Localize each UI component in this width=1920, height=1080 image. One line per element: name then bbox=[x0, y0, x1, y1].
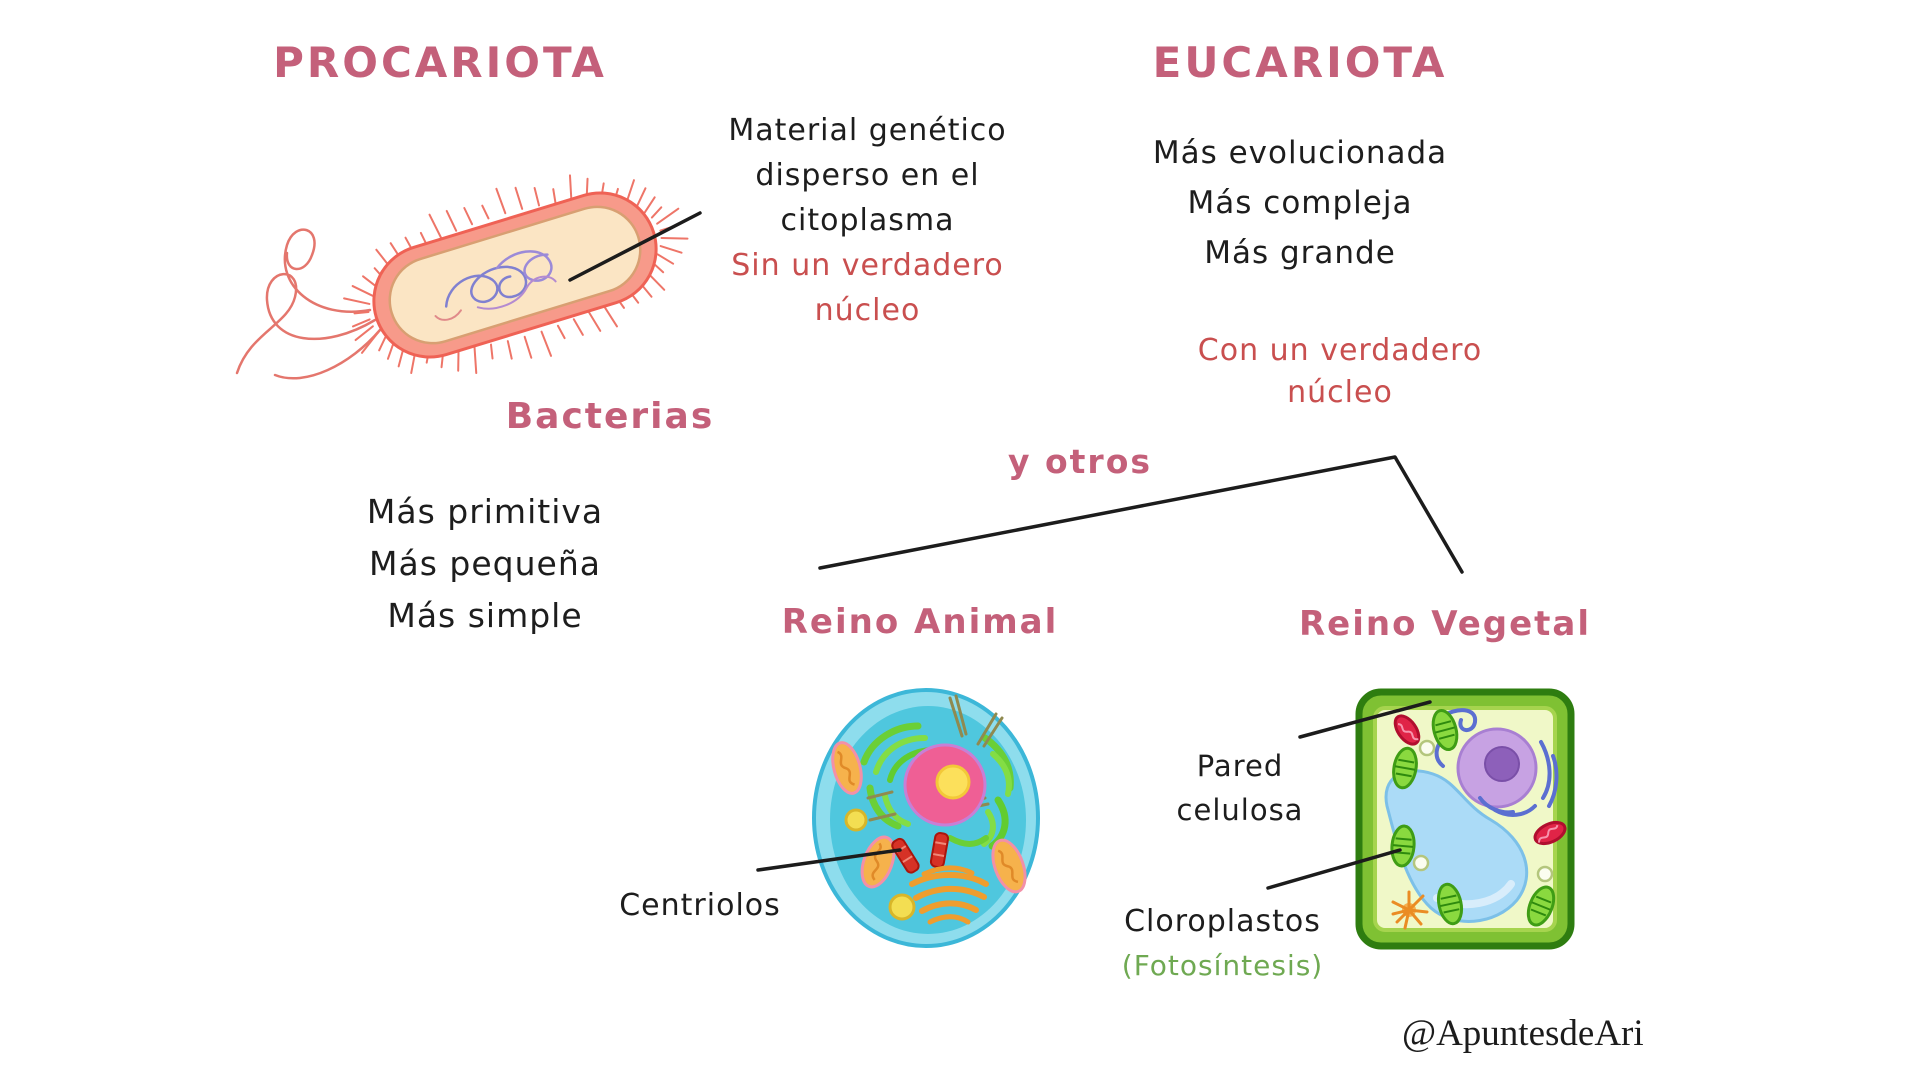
centrioles-label: Centriolos bbox=[619, 888, 781, 923]
eucariota-traits: Más evolucionada Más compleja Más grande bbox=[1110, 128, 1490, 278]
vesicle bbox=[1412, 854, 1430, 872]
trait-line: Más pequeña bbox=[369, 544, 601, 583]
genetic-material-note: Material genético disperso en el citopla… bbox=[680, 108, 1055, 333]
chloroplast-label: Cloroplastos (Fotosíntesis) bbox=[1060, 900, 1385, 988]
procariota-traits: Más primitiva Más pequeña Más simple bbox=[300, 486, 670, 642]
cell-wall-label-line: Pared bbox=[1196, 749, 1284, 783]
note-line: Material genético bbox=[728, 113, 1007, 148]
bacterium-illustration bbox=[235, 174, 689, 380]
true-nucleus-line: Con un verdadero bbox=[1197, 333, 1483, 368]
animal-cell-illustration bbox=[812, 688, 1040, 948]
chloroplast-label-line: Cloroplastos bbox=[1124, 904, 1321, 939]
vesicle bbox=[1536, 865, 1554, 883]
cell-wall-label: Pared celulosa bbox=[1110, 744, 1370, 832]
trait-line: Más evolucionada bbox=[1152, 135, 1448, 171]
note-line: disperso en el bbox=[755, 158, 980, 193]
trait-line: Más primitiva bbox=[366, 492, 604, 531]
true-nucleus-note: Con un verdadero núcleo bbox=[1150, 330, 1530, 414]
bacterias-subtitle: Bacterias bbox=[505, 396, 715, 437]
note-line: citoplasma bbox=[780, 203, 955, 238]
no-true-nucleus-line: Sin un verdadero bbox=[731, 248, 1004, 283]
nucleoid-dna bbox=[434, 250, 557, 321]
vesicle bbox=[1418, 739, 1436, 757]
lysosome bbox=[844, 808, 868, 832]
vacuole bbox=[1384, 769, 1529, 923]
nucleolus bbox=[1484, 746, 1520, 782]
trait-line: Más simple bbox=[387, 596, 583, 635]
true-nucleus-line: núcleo bbox=[1287, 375, 1393, 410]
lysosome bbox=[888, 893, 916, 921]
trait-line: Más grande bbox=[1204, 235, 1396, 271]
plant-cell-illustration bbox=[1355, 688, 1575, 950]
nucleolus bbox=[935, 764, 971, 800]
reino-animal-title: Reino Animal bbox=[781, 602, 1059, 642]
golgi-apparatus bbox=[1391, 890, 1429, 930]
flagella bbox=[235, 228, 382, 380]
chloroplasts bbox=[1390, 708, 1556, 927]
golgi-apparatus bbox=[909, 865, 989, 925]
reino-vegetal-title: Reino Vegetal bbox=[1298, 604, 1592, 644]
procariota-title: PROCARIOTA bbox=[273, 38, 607, 87]
watermark-credit: @ApuntesdeAri bbox=[1402, 1013, 1644, 1054]
cell-wall-label-line: celulosa bbox=[1176, 793, 1304, 827]
no-true-nucleus-line: núcleo bbox=[814, 293, 921, 328]
photosynthesis-label: (Fotosíntesis) bbox=[1121, 949, 1324, 982]
trait-line: Más compleja bbox=[1187, 185, 1413, 221]
branch-label-y-otros: y otros bbox=[1007, 442, 1153, 481]
eucariota-title: EUCARIOTA bbox=[1152, 38, 1448, 87]
